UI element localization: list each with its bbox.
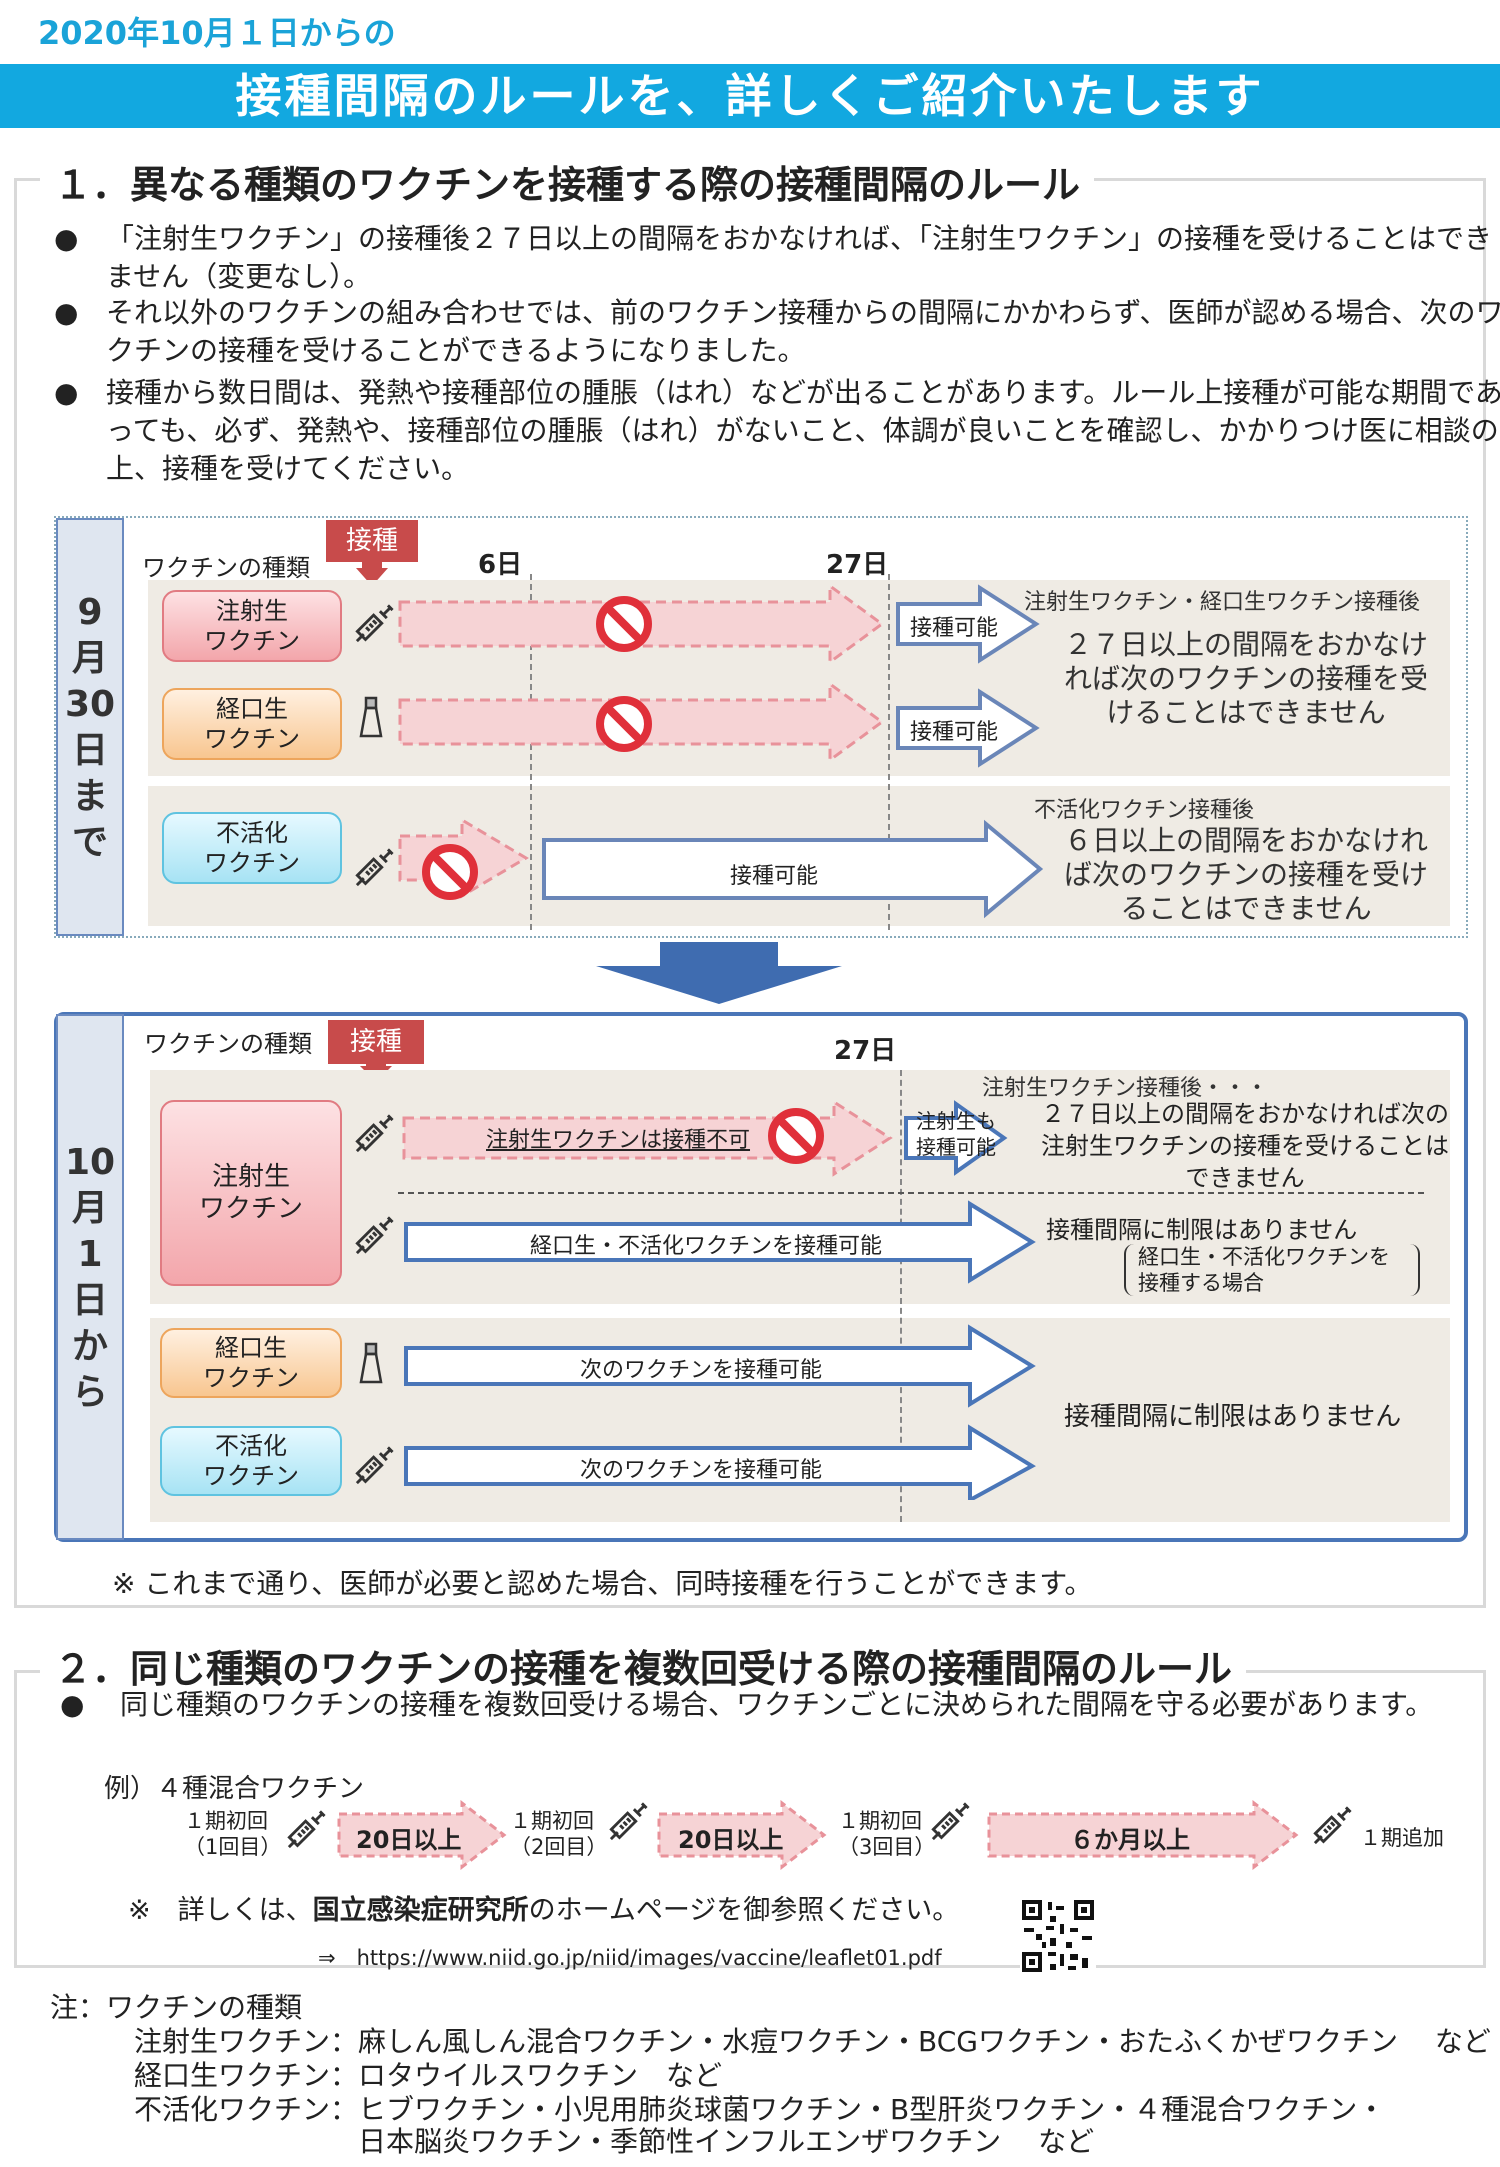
interval-arrow-3	[987, 1800, 1299, 1870]
prohibited-icon	[420, 842, 480, 902]
syringe-icon	[350, 602, 396, 648]
section-1-title: １．異なる種類のワクチンを接種する際の接種間隔のルール	[40, 154, 1095, 209]
next-vaccine-allowed-label: 次のワクチンを接種可能	[580, 1458, 823, 1483]
section-2-title: ２．同じ種類のワクチンの接種を複数回受ける際の接種間隔のルール	[40, 1638, 1247, 1693]
inoculation-tag: 接種	[328, 1020, 424, 1064]
day-27-line	[900, 1070, 902, 1522]
interval-3-label: ６か月以上	[1070, 1826, 1190, 1854]
injectable-blocked-label: 注射生ワクチンは接種不可	[486, 1128, 751, 1153]
day-27-label: 27日	[826, 550, 889, 580]
inactivated-vaccine: 不活化 ワクチン	[162, 812, 342, 884]
interval-arrow-2	[657, 1800, 827, 1870]
footnote-title: 注：ワクチンの種類	[50, 1991, 303, 2024]
no-restriction-note: 接種間隔に制限はありません	[1046, 1216, 1358, 1244]
bottle-icon	[356, 1342, 386, 1386]
day-27-line	[888, 574, 890, 930]
inactivated-caption: 不活化ワクチン接種後	[1034, 798, 1255, 823]
syringe-icon	[926, 1800, 972, 1846]
oral-inactivated-allowed-label: 経口生・不活化ワクチンを接種可能	[530, 1234, 883, 1259]
interval-1-label: 20日以上	[356, 1826, 462, 1854]
day-27-label: 27日	[834, 1036, 897, 1066]
live-vaccine-interval-note: ２７日以上の間隔をおかなければ次のワクチンの接種を受けることはできません	[1064, 628, 1429, 729]
syringe-icon	[350, 1112, 396, 1158]
syringe-icon	[350, 846, 396, 892]
syringe-icon	[1308, 1804, 1354, 1850]
vaccine-type-header: ワクチンの種類	[142, 554, 310, 582]
inoculation-marker	[356, 560, 388, 586]
injectable-caption: 注射生ワクチン接種後・・・	[982, 1076, 1269, 1101]
syringe-icon	[350, 1444, 396, 1490]
injectable-interval-note: ２７日以上の間隔をおかなければ次の注射生ワクチンの接種を受けることはできません	[1041, 1100, 1449, 1192]
footnote-inactivated-cont: 日本脳炎ワクチン・季節性インフルエンザワクチン など	[358, 2125, 1095, 2158]
inactivated-vaccine: 不活化 ワクチン	[160, 1426, 342, 1496]
allowed-label: 接種可能	[730, 864, 819, 889]
syringe-icon	[282, 1808, 328, 1854]
effective-date: 2020年10月１日からの	[38, 14, 396, 52]
injectable-live-vaccine: 注射生 ワクチン	[160, 1100, 342, 1286]
before-rules-panel	[54, 516, 1468, 938]
prohibited-icon	[766, 1106, 826, 1166]
day-6-label: 6日	[478, 550, 523, 580]
reference-url[interactable]: ⇒ https://www.niid.go.jp/niid/images/vac…	[318, 1946, 942, 1970]
allowed-label: 接種可能	[910, 720, 999, 745]
reference-note: ※ 詳しくは、国立感染症研究所のホームページを御参照ください。	[128, 1895, 960, 1926]
rule-bullet-1: ●「注射生ワクチン」の接種後２７日以上の間隔をおかなければ、「注射生ワクチン」の…	[54, 222, 1493, 293]
dose-2-label: １期初回 （2回目）	[510, 1809, 608, 1859]
syringe-icon	[350, 1214, 396, 1260]
interval-arrow-1	[337, 1800, 507, 1870]
footnote-inactivated: 不活化ワクチン：ヒブワクチン・小児用肺炎球菌ワクチン・B型肝炎ワクチン・４種混合…	[134, 2093, 1386, 2126]
next-vaccine-allowed-label: 次のワクチンを接種可能	[580, 1358, 823, 1383]
prohibited-icon	[594, 594, 654, 654]
section-2-bullet: ●同じ種類のワクチンの接種を複数回受ける場合、ワクチンごとに決められた間隔を守る…	[60, 1688, 1434, 1721]
syringe-icon	[604, 1800, 650, 1846]
oral-live-vaccine: 経口生 ワクチン	[162, 688, 342, 760]
oral-live-vaccine: 経口生 ワクチン	[160, 1328, 342, 1398]
bottle-icon	[356, 696, 386, 740]
allowed-label: 接種可能	[910, 616, 999, 641]
injectable-live-vaccine: 注射生 ワクチン	[162, 590, 342, 662]
page-banner: 接種間隔のルールを、詳しくご紹介いたします	[0, 64, 1500, 128]
booster-label: １期追加	[1360, 1826, 1444, 1850]
footnote-injectable: 注射生ワクチン：麻しん風しん混合ワクチン・水痘ワクチン・BCGワクチン・おたふく…	[134, 2025, 1491, 2058]
rule-bullet-3: ●接種から数日間は、発熱や接種部位の腫脹（はれ）などが出ることがあります。ルール…	[54, 376, 1500, 485]
injectable-allowed-label: 注射生も 接種可能	[916, 1109, 996, 1159]
after-arrows	[402, 1100, 1036, 1500]
inactivated-interval-note: ６日以上の間隔をおかなければ次のワクチンの接種を受けることはできません	[1064, 824, 1429, 925]
dose-1-label: １期初回 （1回目）	[184, 1809, 282, 1859]
no-restriction-note: 接種間隔に制限はありません	[1064, 1402, 1402, 1432]
example-label: 例）４種混合ワクチン	[104, 1774, 365, 1804]
prohibited-icon	[594, 694, 654, 754]
rule-bullet-2: ●それ以外のワクチンの組み合わせでは、前のワクチン接種からの間隔にかかわらず、医…	[54, 296, 1500, 367]
inoculation-tag: 接種	[326, 520, 418, 562]
dose-3-label: １期初回 （3回目）	[838, 1809, 936, 1859]
footnote-oral: 経口生ワクチン：ロタウイルスワクチン など	[134, 2059, 723, 2092]
qr-code-icon[interactable]	[1020, 1898, 1096, 1974]
vaccine-type-header: ワクチンの種類	[144, 1030, 312, 1058]
change-arrow	[596, 942, 842, 1004]
live-vaccine-caption: 注射生ワクチン・経口生ワクチン接種後	[1024, 590, 1421, 615]
day-6-line	[530, 574, 532, 930]
simultaneous-note: ※ これまで通り、医師が必要と認めた場合、同時接種を行うことができます。	[112, 1567, 1093, 1600]
row-divider	[398, 1192, 1424, 1194]
interval-2-label: 20日以上	[678, 1826, 784, 1854]
oral-inactivated-condition: 経口生・不活化ワクチンを 接種する場合	[1124, 1244, 1420, 1296]
